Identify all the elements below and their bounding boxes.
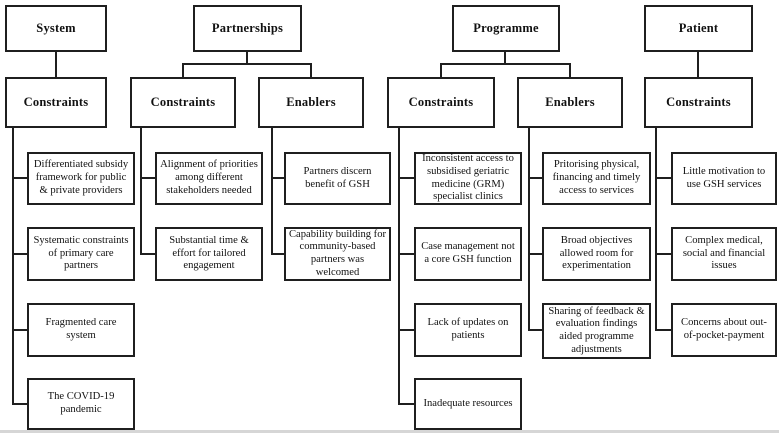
leaf-partnerships-enabler-1: Partners discern benefit of GSH: [284, 152, 391, 205]
leaf-partnerships-enabler-2: Capability building for community-based …: [284, 227, 391, 281]
connector-line-partnerships-bar: [182, 63, 312, 65]
leaf-patient-constraint-1: Little motivation to use GSH services: [671, 152, 777, 205]
connector-stub: [655, 253, 671, 255]
connector-line-partnerships-right: [310, 63, 312, 77]
group-title-patient: Patient: [644, 5, 753, 52]
connector-stub: [398, 177, 414, 179]
branch-header-programme-enablers: Enablers: [517, 77, 623, 128]
connector-spine-programme-enablers: [528, 128, 530, 331]
group-title-partnerships: Partnerships: [193, 5, 302, 52]
group-title-system: System: [5, 5, 107, 52]
connector-spine-patient-constraints: [655, 128, 657, 331]
leaf-programme-enabler-2: Broad objectives allowed room for experi…: [542, 227, 651, 281]
leaf-system-constraint-1: Differentiated subsidy framework for pub…: [27, 152, 135, 205]
connector-line-programme-drop: [504, 52, 506, 65]
connector-stub: [271, 253, 284, 255]
leaf-programme-enabler-1: Pritorising physical, financing and time…: [542, 152, 651, 205]
branch-header-partnerships-constraints: Constraints: [130, 77, 236, 128]
connector-stub: [140, 253, 155, 255]
branch-header-patient-constraints: Constraints: [644, 77, 753, 128]
leaf-system-constraint-3: Fragmented care system: [27, 303, 135, 357]
branch-header-partnerships-enablers: Enablers: [258, 77, 364, 128]
connector-stub: [398, 253, 414, 255]
connector-line-patient: [697, 52, 699, 77]
connector-stub: [528, 177, 542, 179]
connector-stub: [528, 329, 542, 331]
connector-spine-system-constraints: [12, 128, 14, 405]
group-title-programme: Programme: [452, 5, 560, 52]
leaf-partnerships-constraint-2: Substantial time & effort for tailored e…: [155, 227, 263, 281]
connector-line-programme-right: [569, 63, 571, 77]
connector-line-programme-bar: [440, 63, 571, 65]
connector-stub: [271, 177, 284, 179]
leaf-partnerships-constraint-1: Alignment of priorities among different …: [155, 152, 263, 205]
connector-stub: [12, 253, 27, 255]
connector-stub: [398, 403, 414, 405]
connector-stub: [12, 403, 27, 405]
leaf-patient-constraint-3: Concerns about out-of-pocket-payment: [671, 303, 777, 357]
connector-stub: [655, 329, 671, 331]
bottom-edge-strip: [0, 430, 779, 433]
connector-line-partnerships-left: [182, 63, 184, 77]
leaf-programme-constraint-4: Inadequate resources: [414, 378, 522, 430]
leaf-programme-enabler-3: Sharing of feedback & evaluation finding…: [542, 303, 651, 359]
connector-stub: [528, 253, 542, 255]
leaf-programme-constraint-3: Lack of updates on patients: [414, 303, 522, 357]
leaf-patient-constraint-2: Complex medical, social and financial is…: [671, 227, 777, 281]
leaf-programme-constraint-2: Case management not a core GSH function: [414, 227, 522, 281]
leaf-system-constraint-2: Systematic constraints of primary care p…: [27, 227, 135, 281]
connector-stub: [140, 177, 155, 179]
connector-stub: [655, 177, 671, 179]
connector-line-partnerships-drop: [246, 52, 248, 65]
connector-stub: [398, 329, 414, 331]
leaf-programme-constraint-1: Inconsistent access to subsidised geriat…: [414, 152, 522, 205]
connector-spine-partnerships-constraints: [140, 128, 142, 255]
connector-line-programme-left: [440, 63, 442, 77]
branch-header-programme-constraints: Constraints: [387, 77, 495, 128]
connector-spine-programme-constraints: [398, 128, 400, 405]
connector-stub: [12, 329, 27, 331]
branch-header-system-constraints: Constraints: [5, 77, 107, 128]
connector-spine-partnerships-enablers: [271, 128, 273, 255]
connector-stub: [12, 177, 27, 179]
leaf-system-constraint-4: The COVID-19 pandemic: [27, 378, 135, 430]
connector-line-system: [55, 52, 57, 77]
